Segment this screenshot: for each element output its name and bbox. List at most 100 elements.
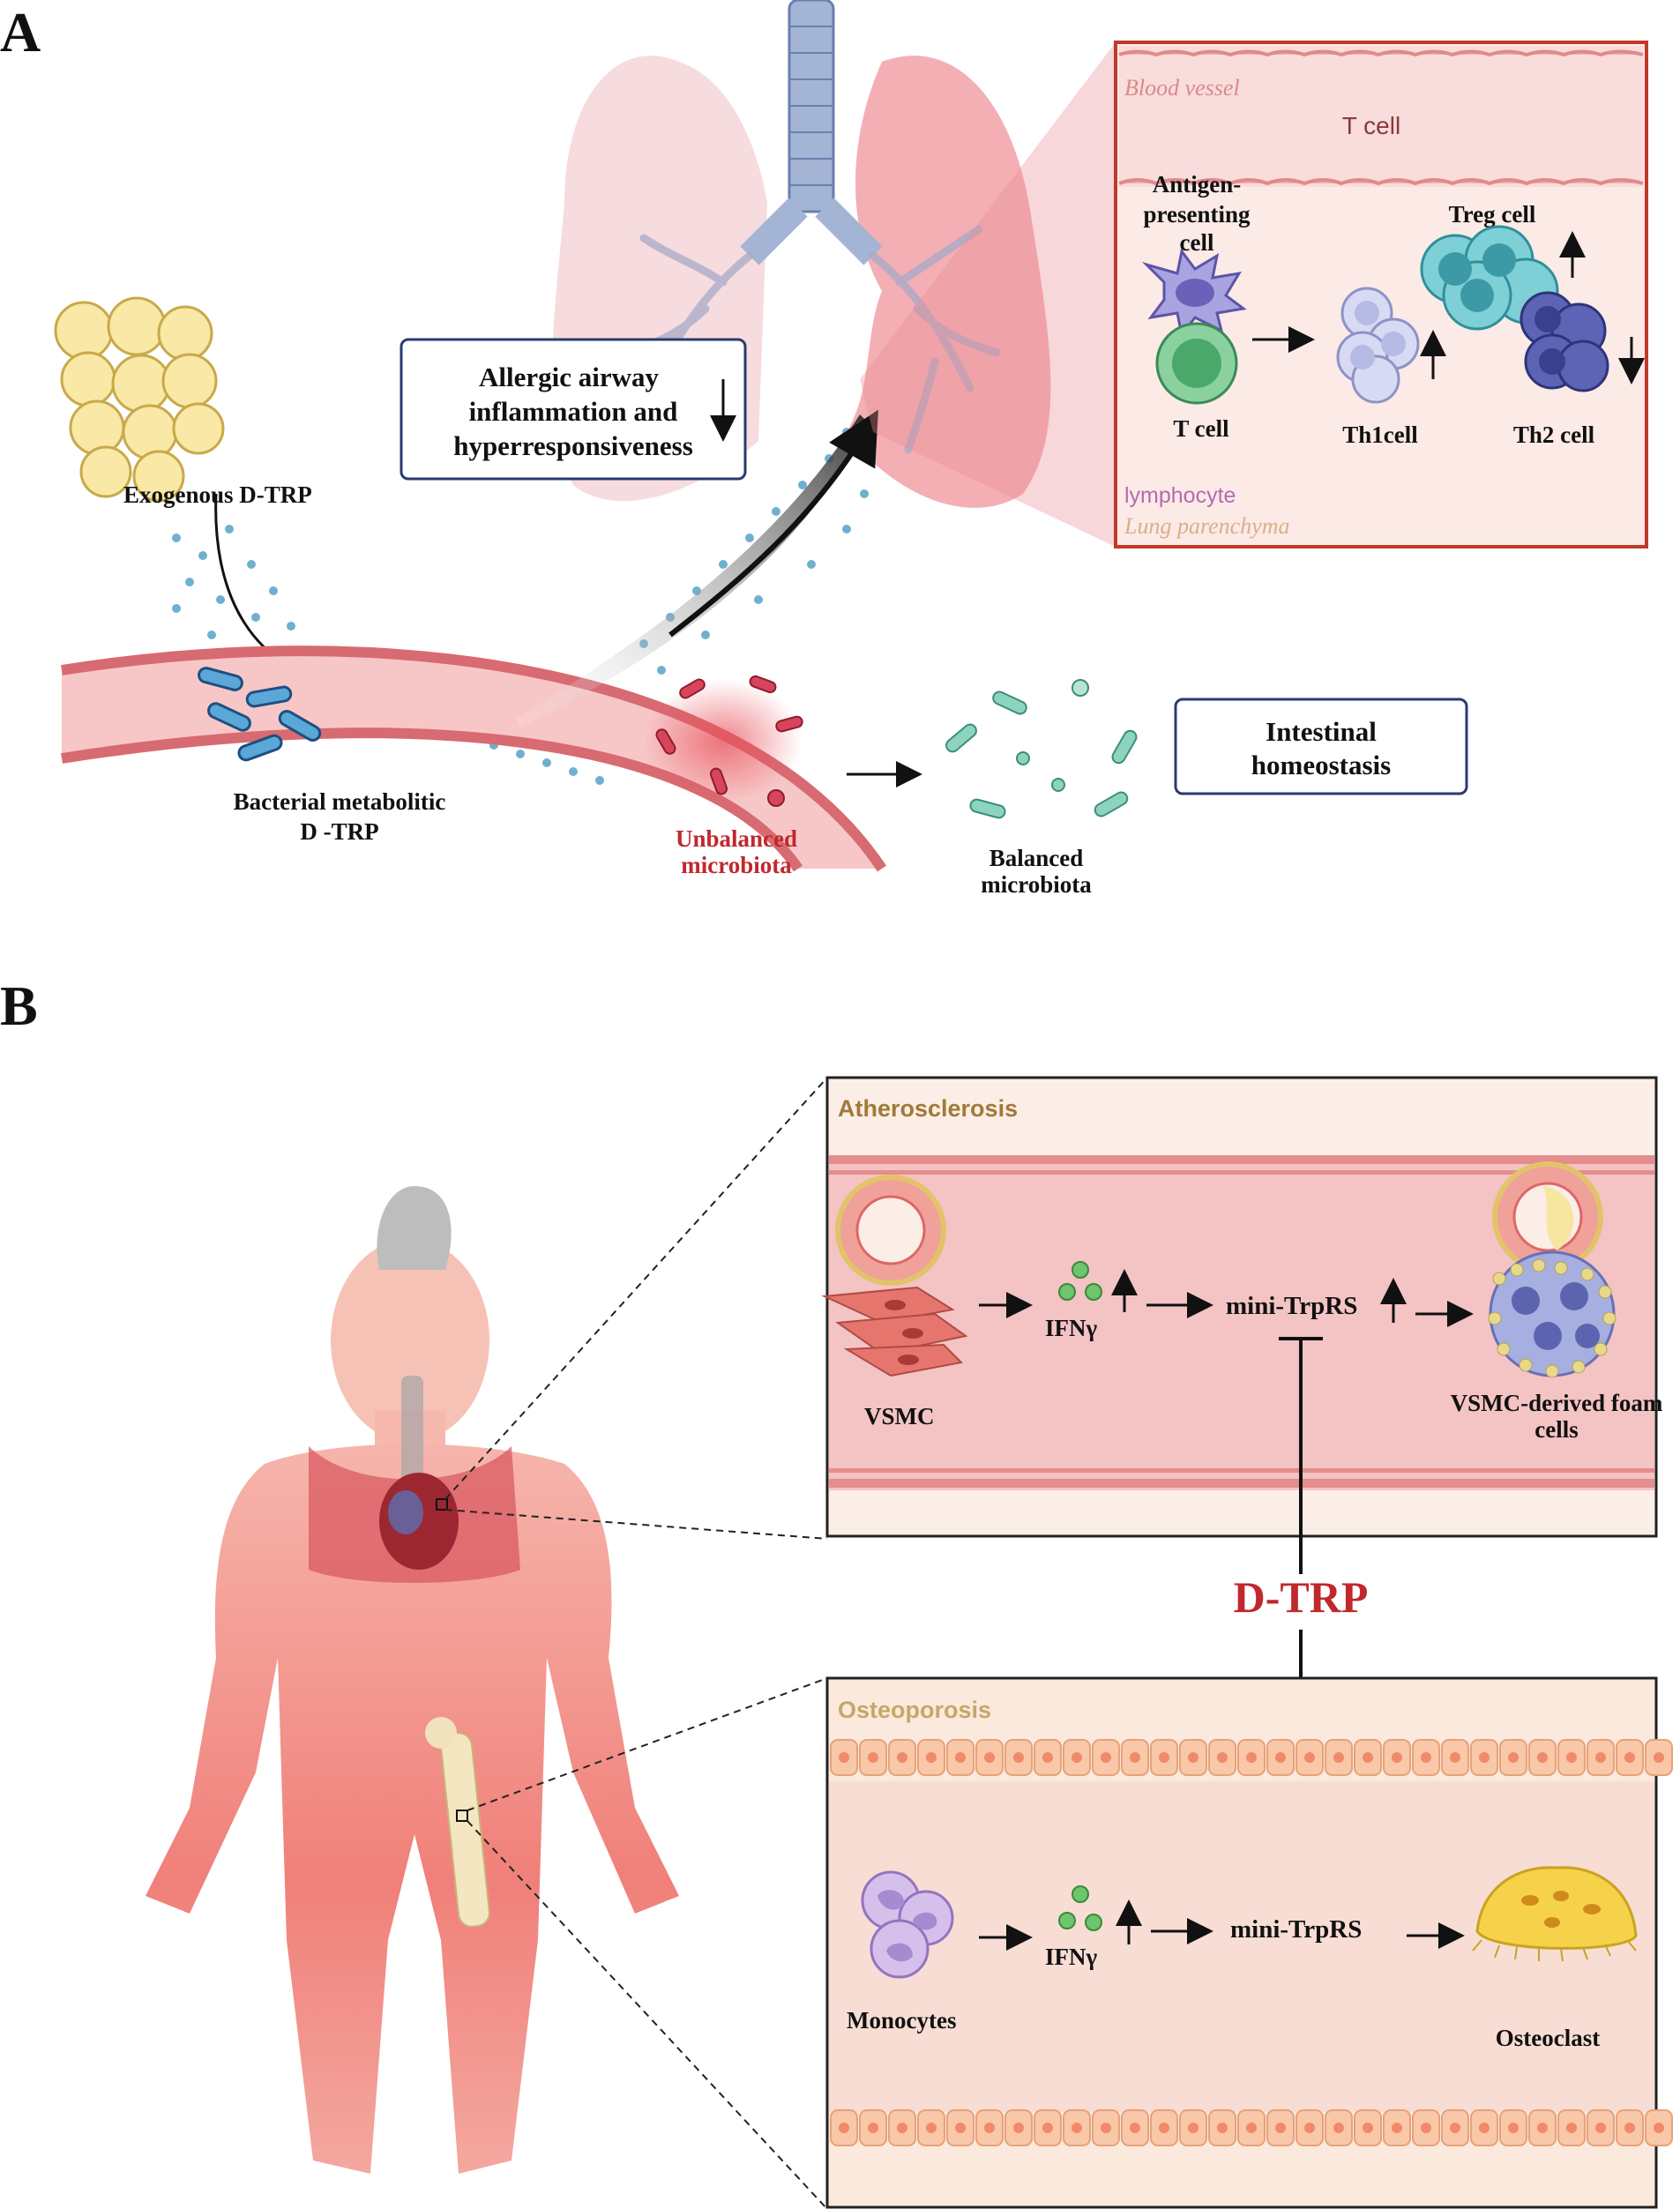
dtrp-label: D-TRP [1234, 1572, 1369, 1622]
blue-bacteria [198, 667, 322, 762]
bacterial-label-line1: Bacterial metabolitic [234, 788, 446, 815]
tissue-cell-nucleus [984, 1752, 995, 1763]
tissue-cell-nucleus [955, 1752, 966, 1763]
t-cell-top-label: T cell [1342, 112, 1400, 139]
tissue-cell-nucleus [1450, 1752, 1460, 1763]
foam-label-line1: VSMC-derived foam [1451, 1390, 1663, 1416]
tissue-cell-nucleus [926, 2123, 937, 2133]
osteo-cell-layer-bottom [830, 2109, 1673, 2146]
healthy-vessel-section [835, 1175, 946, 1286]
tissue-cell-nucleus [1537, 2123, 1548, 2133]
intestinal-homeostasis-box [1174, 698, 1468, 795]
gut-lung-arrow [668, 409, 878, 638]
lung-parenchyma-label: Lung parenchyma [1124, 513, 1290, 539]
tissue-cell-nucleus [1392, 2123, 1402, 2133]
tissue-cell-nucleus [1595, 1752, 1606, 1763]
osteo-ifn-dots [1058, 1885, 1102, 1931]
plaque-vessel-section [1492, 1161, 1603, 1272]
treg-label: Treg cell [1449, 201, 1536, 228]
intestinal-label-line2: homeostasis [1251, 750, 1391, 780]
tissue-cell-nucleus [1479, 1752, 1490, 1763]
red-bacteria [655, 675, 803, 807]
tissue-cell-nucleus [1217, 1752, 1228, 1763]
tissue-cell-nucleus [1275, 1752, 1286, 1763]
tissue-cell-nucleus [1101, 1752, 1111, 1763]
tissue-cell-nucleus [1071, 1752, 1082, 1763]
tissue-cell-nucleus [955, 2123, 966, 2133]
intestinal-label-line1: Intestinal [1266, 716, 1377, 747]
balanced-bacteria [945, 679, 1138, 819]
tissue-cell-nucleus [868, 2123, 878, 2133]
tissue-cell-nucleus [1595, 2123, 1606, 2133]
balanced-label-line2: microbiota [981, 871, 1092, 898]
osteoporosis-title: Osteoporosis [838, 1697, 991, 1723]
allergic-label-line2: inflammation and [469, 396, 678, 427]
apc-label-line3: cell [1180, 229, 1214, 256]
tissue-cell-nucleus [1013, 1752, 1024, 1763]
apc-label-line1: Antigen- [1153, 171, 1242, 198]
allergic-label-line1: Allergic airway [479, 362, 660, 392]
tissue-cell-nucleus [1363, 2123, 1373, 2133]
tissue-cell-nucleus [1159, 2123, 1169, 2133]
tissue-cell-nucleus [1101, 2123, 1111, 2133]
athero-ifn-dots [1058, 1261, 1102, 1301]
tissue-cell-nucleus [1624, 2123, 1635, 2133]
tissue-cell-nucleus [1071, 2123, 1082, 2133]
treg-nuclei [1438, 243, 1516, 312]
tissue-cell-nucleus [1654, 2123, 1664, 2133]
athero-mini-label: mini-TrpRS [1226, 1292, 1357, 1320]
tissue-cell-nucleus [1363, 1752, 1373, 1763]
exogenous-d-trp-label: Exogenous D-TRP [123, 481, 312, 508]
blood-vessel-label: Blood vessel [1124, 75, 1240, 101]
tissue-cell-nucleus [839, 2123, 849, 2133]
osteoclast-label: Osteoclast [1496, 2025, 1600, 2051]
panel-b-label: B [0, 974, 38, 1037]
tissue-cell-nucleus [1537, 1752, 1548, 1763]
monocyte-nuclei [877, 1890, 937, 1962]
monocytes-label: Monocytes [847, 2007, 956, 2034]
bacterial-label-line2: D -TRP [300, 818, 378, 845]
osteo-ifn-label: IFNγ [1045, 1944, 1097, 1970]
unbalanced-label-line2: microbiota [681, 852, 792, 878]
athero-ifn-label: IFNγ [1045, 1315, 1097, 1341]
osteo-mini-label: mini-TrpRS [1230, 1915, 1362, 1944]
d-trp-crystals [54, 296, 225, 503]
tissue-cell-nucleus [926, 1752, 937, 1763]
tissue-cell-nucleus [868, 1752, 878, 1763]
apc-label-line2: presenting [1143, 201, 1251, 228]
foam-label-line2: cells [1534, 1416, 1578, 1443]
tissue-cell-nucleus [1217, 2123, 1228, 2133]
th2-label: Th2 cell [1513, 422, 1595, 448]
tissue-cell-nucleus [839, 1752, 849, 1763]
tissue-cell-nucleus [1159, 1752, 1169, 1763]
tissue-cell-nucleus [1246, 2123, 1257, 2133]
tissue-cell-nucleus [1508, 2123, 1519, 2133]
human-body [146, 1186, 679, 2174]
tissue-cell-nucleus [1566, 1752, 1577, 1763]
th1-nuclei [1350, 301, 1406, 369]
tissue-cell-nucleus [1130, 1752, 1140, 1763]
unbalanced-label-line1: Unbalanced [676, 825, 797, 852]
tissue-cell-nucleus [1450, 2123, 1460, 2133]
allergic-label-line3: hyperresponsiveness [453, 430, 693, 461]
apc-cell [1141, 248, 1247, 339]
t-cell-label: T cell [1173, 415, 1229, 442]
tissue-cell-nucleus [1188, 2123, 1198, 2133]
th2-nuclei [1534, 306, 1565, 375]
tissue-cell-nucleus [1654, 1752, 1664, 1763]
tissue-cell-nucleus [1421, 1752, 1431, 1763]
tissue-cell-nucleus [1508, 1752, 1519, 1763]
osteoclast-cell [1472, 1866, 1638, 1962]
zoom-lines [444, 1077, 828, 2209]
tissue-cell-nucleus [1188, 1752, 1198, 1763]
tissue-cell-nucleus [1246, 1752, 1257, 1763]
tissue-cell-nucleus [1013, 2123, 1024, 2133]
tissue-cell-nucleus [1479, 2123, 1490, 2133]
th1-label: Th1cell [1342, 422, 1418, 448]
panel-a-label: A [0, 1, 41, 63]
tissue-cell-nucleus [1130, 2123, 1140, 2133]
tissue-cell-nucleus [1421, 2123, 1431, 2133]
tissue-cell-nucleus [1333, 1752, 1344, 1763]
tissue-cell-nucleus [1566, 2123, 1577, 2133]
